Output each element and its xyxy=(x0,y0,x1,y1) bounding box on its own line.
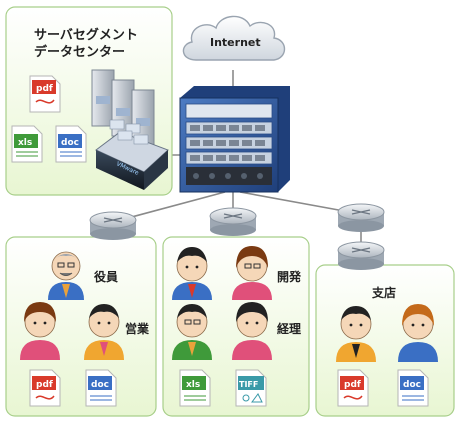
router-middle-icon xyxy=(209,207,257,236)
label-executive: 役員 xyxy=(94,270,119,284)
svg-text:doc: doc xyxy=(91,380,109,390)
developer-woman-icon xyxy=(232,246,272,300)
router-left-icon xyxy=(89,211,137,240)
accounting-man-icon xyxy=(172,304,212,360)
pdf-file-icon: pdf xyxy=(337,369,369,407)
label-sales: 営業 xyxy=(125,322,150,336)
xls-file-icon: xls xyxy=(179,369,211,407)
router-branch-icon xyxy=(337,241,385,270)
router-right-icon xyxy=(337,203,385,232)
tiff-file-icon: TIFF xyxy=(235,369,267,407)
doc-file-icon: doc xyxy=(397,369,429,407)
doc-file-icon: doc xyxy=(85,369,117,407)
sales-man-icon xyxy=(84,304,124,360)
vmware-blade-icon: VMware xyxy=(95,119,169,190)
branch-man-icon xyxy=(336,306,376,362)
svg-text:xls: xls xyxy=(186,380,200,390)
pdf-file-icon: pdf xyxy=(29,75,61,113)
sales-woman-icon xyxy=(20,302,60,360)
doc-file-icon: doc xyxy=(55,125,87,163)
svg-text:xls: xls xyxy=(18,138,32,148)
datacenter-title-line2: データセンター xyxy=(34,45,126,60)
branch-woman-icon xyxy=(398,304,438,362)
svg-text:doc: doc xyxy=(403,380,421,390)
branch-title: 支店 xyxy=(372,286,397,300)
internet-label: Internet xyxy=(210,36,261,49)
label-development: 開発 xyxy=(277,270,302,284)
svg-text:pdf: pdf xyxy=(36,84,53,94)
internet-cloud-icon xyxy=(182,15,286,61)
core-switch-icon xyxy=(179,86,290,193)
executive-person-icon xyxy=(48,251,84,300)
svg-text:doc: doc xyxy=(61,138,79,148)
svg-text:pdf: pdf xyxy=(36,380,53,390)
pdf-file-icon: pdf xyxy=(29,369,61,407)
datacenter-title-line1: サーバセグメント xyxy=(34,28,138,43)
xls-file-icon: xls xyxy=(11,125,43,163)
label-accounting: 経理 xyxy=(277,322,302,336)
accounting-woman-icon xyxy=(232,302,272,360)
svg-text:TIFF: TIFF xyxy=(239,380,258,389)
svg-text:pdf: pdf xyxy=(344,380,361,390)
developer-man-icon xyxy=(172,247,212,300)
